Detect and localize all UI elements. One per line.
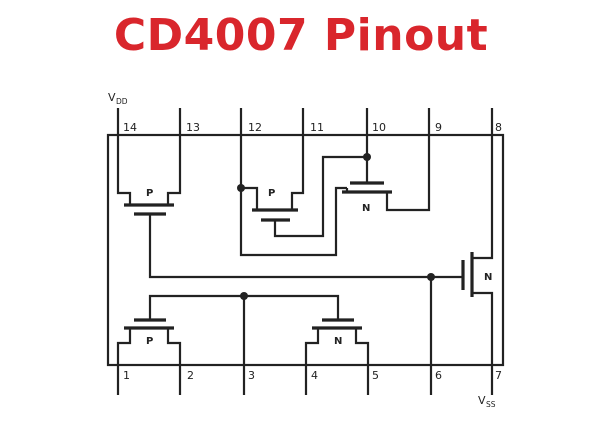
pin-1-wire [116, 328, 132, 395]
gate-line-middle [273, 155, 367, 238]
page-title: CD4007 Pinout [113, 10, 489, 61]
n-transistor-1-drain [385, 108, 431, 212]
pin-label-13: 13 [186, 121, 200, 134]
pin-13-wire [166, 108, 182, 205]
pin-label-6: 6 [435, 369, 442, 382]
p-transistor-3-label: P [146, 336, 153, 347]
pin-label-14: 14 [123, 121, 137, 134]
pin-8-wire [472, 108, 494, 260]
n-transistor-2-label: N [484, 272, 492, 283]
pin-label-9: 9 [435, 121, 442, 134]
pin-label-11: 11 [310, 121, 324, 134]
pin-label-2: 2 [187, 369, 194, 382]
n-transistor-3-label: N [334, 336, 342, 347]
pin-4-wire [304, 328, 320, 395]
pin-12-down-wire [239, 186, 347, 257]
pin-label-12: 12 [248, 121, 262, 134]
pin-5-wire [354, 328, 370, 395]
pin-label-4: 4 [311, 369, 318, 382]
vdd-label-sub: DD [116, 97, 128, 106]
vss-label-sub: SS [486, 400, 496, 409]
p-transistor-2-label: P [268, 188, 275, 199]
pin-label-3: 3 [248, 369, 255, 382]
pin-label-7: 7 [495, 369, 502, 382]
n-transistor-1-label: N [362, 203, 370, 214]
gate-line-upper [148, 214, 463, 279]
p-transistor-1-label: P [146, 188, 153, 199]
vss-label: V [478, 394, 486, 407]
pin-7-wire [472, 291, 494, 395]
pin-label-8: 8 [495, 121, 502, 134]
pin-label-1: 1 [123, 369, 130, 382]
vdd-label: V [108, 91, 116, 104]
pin-2-wire [166, 328, 182, 395]
pin-14-wire [116, 108, 132, 205]
pin-label-5: 5 [372, 369, 379, 382]
p-transistor-2-source [241, 186, 259, 210]
pin-11-wire [290, 108, 305, 210]
pin-label-10: 10 [372, 121, 386, 134]
